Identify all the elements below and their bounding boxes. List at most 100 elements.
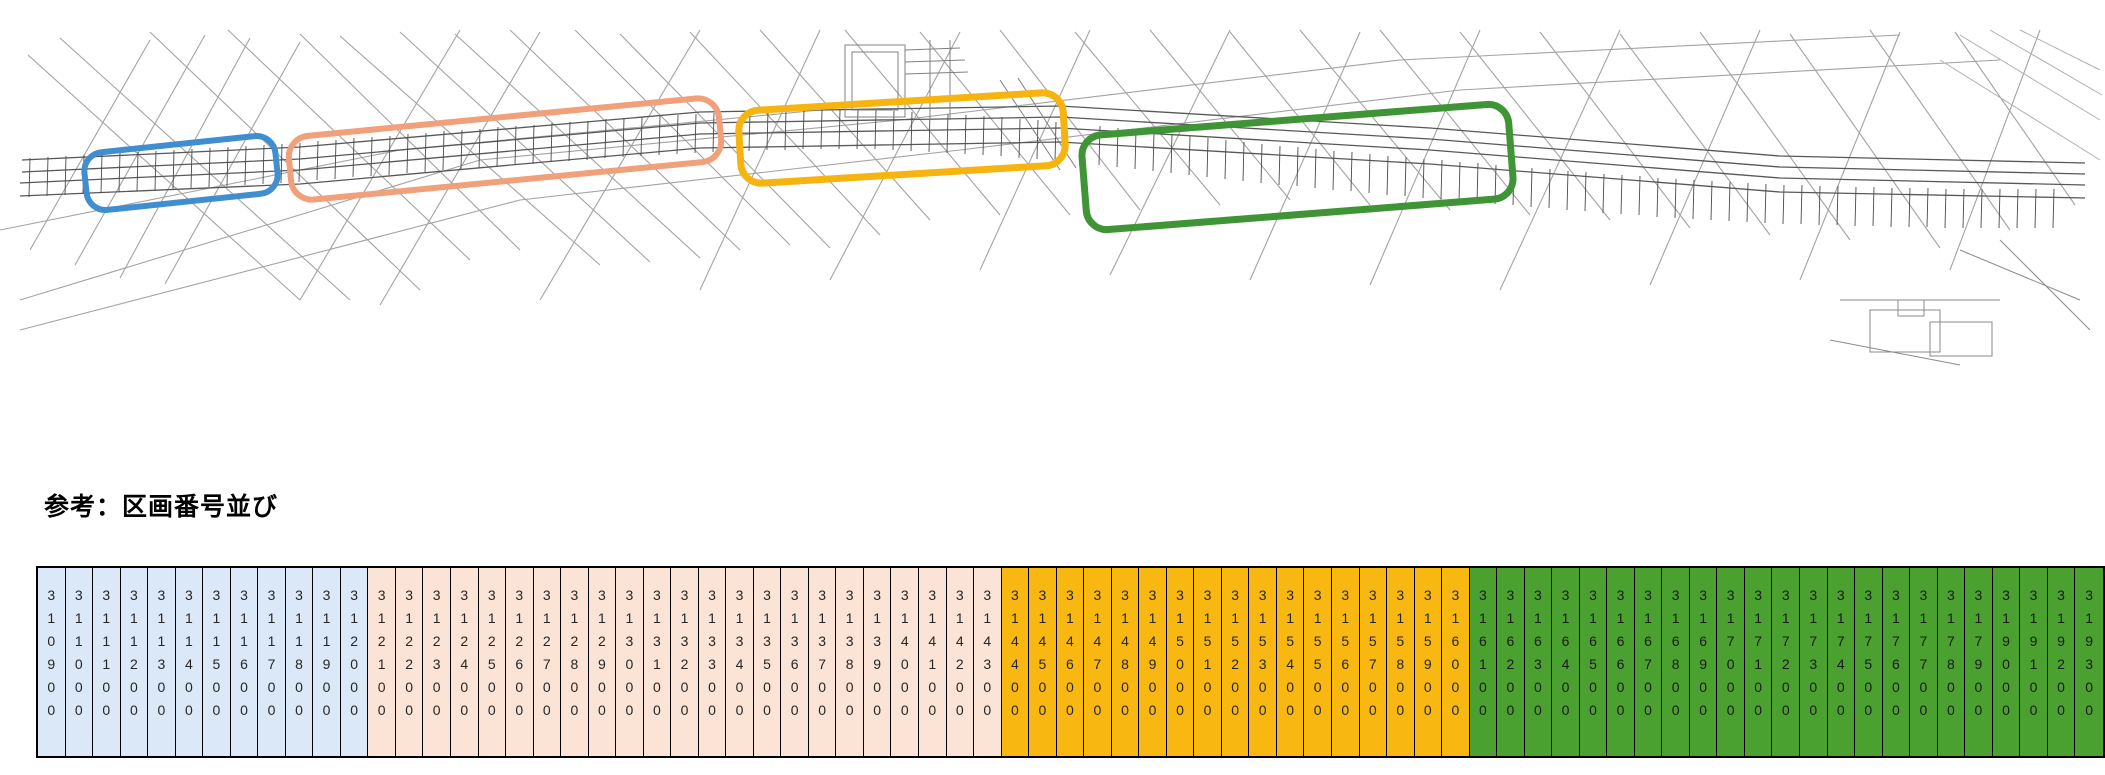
lot-number-digit: 0 [1534,702,1542,718]
lot-number-digit: 0 [1313,679,1322,695]
lot-number-digit: 0 [1506,702,1515,718]
lot-number-digit: 3 [2085,587,2094,603]
lot-number-digit: 5 [1286,633,1295,649]
lot-number-digit: 3 [102,587,111,603]
lot-number-digit: 0 [1010,702,1019,718]
lot-number-digit: 1 [47,610,56,626]
lot-number-digit: 3 [2057,587,2065,603]
lot-number-digit: 3 [1561,587,1570,603]
lot-number-digit: 0 [1258,679,1267,695]
lot-number-digit: 4 [185,656,193,672]
lot-number-digit: 0 [1313,702,1322,718]
lot-number-digit: 0 [1699,679,1708,695]
lot-number-digit: 3 [1341,587,1350,603]
lot-number-digit: 3 [322,587,331,603]
lot-number-digit: 0 [1066,679,1074,695]
map-panel [0,29,2103,366]
lot-number-digit: 3 [185,587,193,603]
lot-number-digit: 3 [1616,587,1625,603]
lot-number-digit: 0 [955,679,964,695]
lot-number-digit: 3 [873,587,882,603]
lot-number-digit: 6 [240,656,248,672]
